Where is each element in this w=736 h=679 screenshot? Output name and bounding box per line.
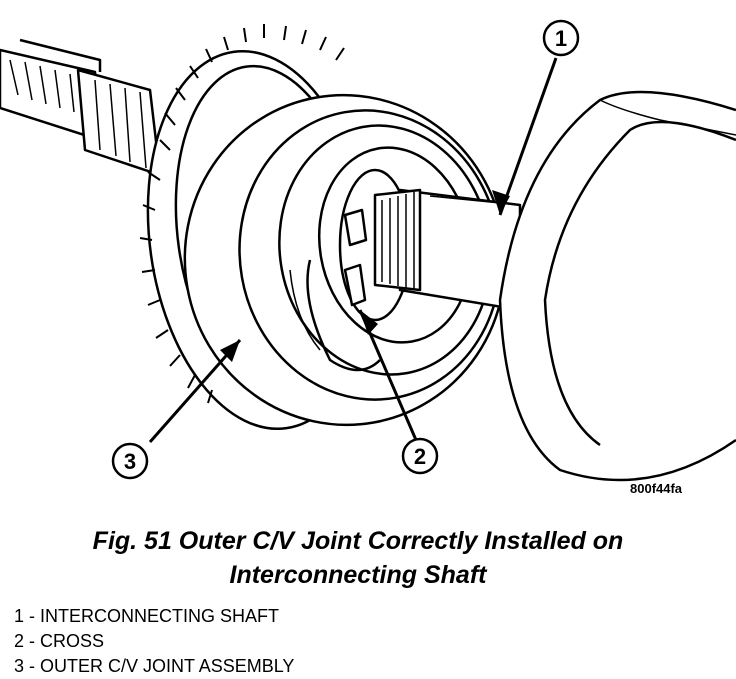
figure-caption-line-2: Interconnecting Shaft (229, 561, 487, 589)
callout-1-circle (542, 19, 580, 57)
figure-code: 800f44fa (630, 481, 683, 496)
legend-item-2: 2 - CROSS (14, 631, 105, 651)
hub-disc (498, 90, 736, 482)
callout-3-number: 3 (124, 449, 136, 474)
legend-item-3: 3 - OUTER C/V JOINT ASSEMBLY (14, 656, 295, 676)
callout-2-number: 2 (414, 444, 426, 469)
legend-item-1: 1 - INTERCONNECTING SHAFT (14, 606, 280, 626)
legend: 1 - INTERCONNECTING SHAFT 2 - CROSS 3 - … (14, 604, 294, 679)
callout-1-number: 1 (555, 26, 567, 51)
figure-caption-line-1: Fig. 51 Outer C/V Joint Correctly Instal… (92, 527, 624, 555)
cv-joint-illustration: 1 2 3 (0, 19, 736, 482)
interconnecting-shaft (373, 188, 522, 312)
callout-3-circle (111, 442, 149, 480)
callout-2-circle (401, 437, 439, 475)
stub-shaft (0, 38, 162, 177)
